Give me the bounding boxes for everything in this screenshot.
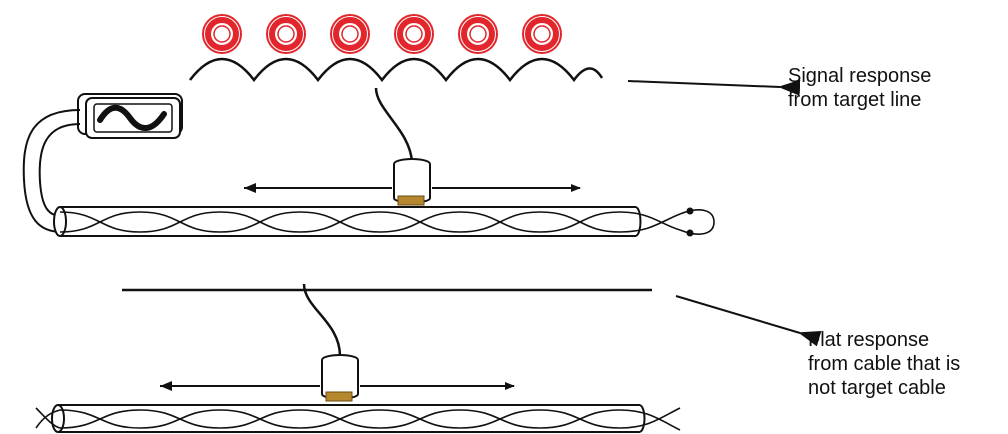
probe-lower bbox=[160, 283, 515, 402]
flat-response-label: Flat response from cable that is not tar… bbox=[808, 328, 960, 400]
signal-response-label: Signal response from target line bbox=[788, 64, 931, 112]
probe-upper bbox=[244, 87, 581, 206]
non-target-cable bbox=[35, 404, 681, 433]
target-cable bbox=[53, 206, 715, 237]
signal-response-arrow bbox=[627, 79, 801, 96]
signal-ring-icon bbox=[522, 14, 562, 54]
signal-response-label-line-2: from target line bbox=[788, 89, 922, 111]
signal-ring-icon bbox=[202, 14, 242, 54]
flat-response-label-line-2: from cable that is bbox=[808, 353, 961, 375]
signal-ring-icon bbox=[458, 14, 498, 54]
signal-ring-icon bbox=[330, 14, 370, 54]
flat-response-label-line-1: Flat response bbox=[808, 329, 930, 351]
signal-response-label-line-1: Signal response bbox=[788, 65, 932, 87]
signal-ring-icon bbox=[266, 14, 306, 54]
signal-ring-icon bbox=[394, 14, 434, 54]
flat-response-arrow bbox=[675, 295, 822, 347]
signal-rings bbox=[202, 14, 562, 54]
flat-response-label-line-3: not target cable bbox=[808, 377, 946, 399]
signal-generator bbox=[77, 93, 183, 139]
generator-lead bbox=[22, 109, 81, 233]
sine-wave-icon bbox=[97, 104, 167, 131]
signal-response-curve bbox=[189, 57, 604, 83]
